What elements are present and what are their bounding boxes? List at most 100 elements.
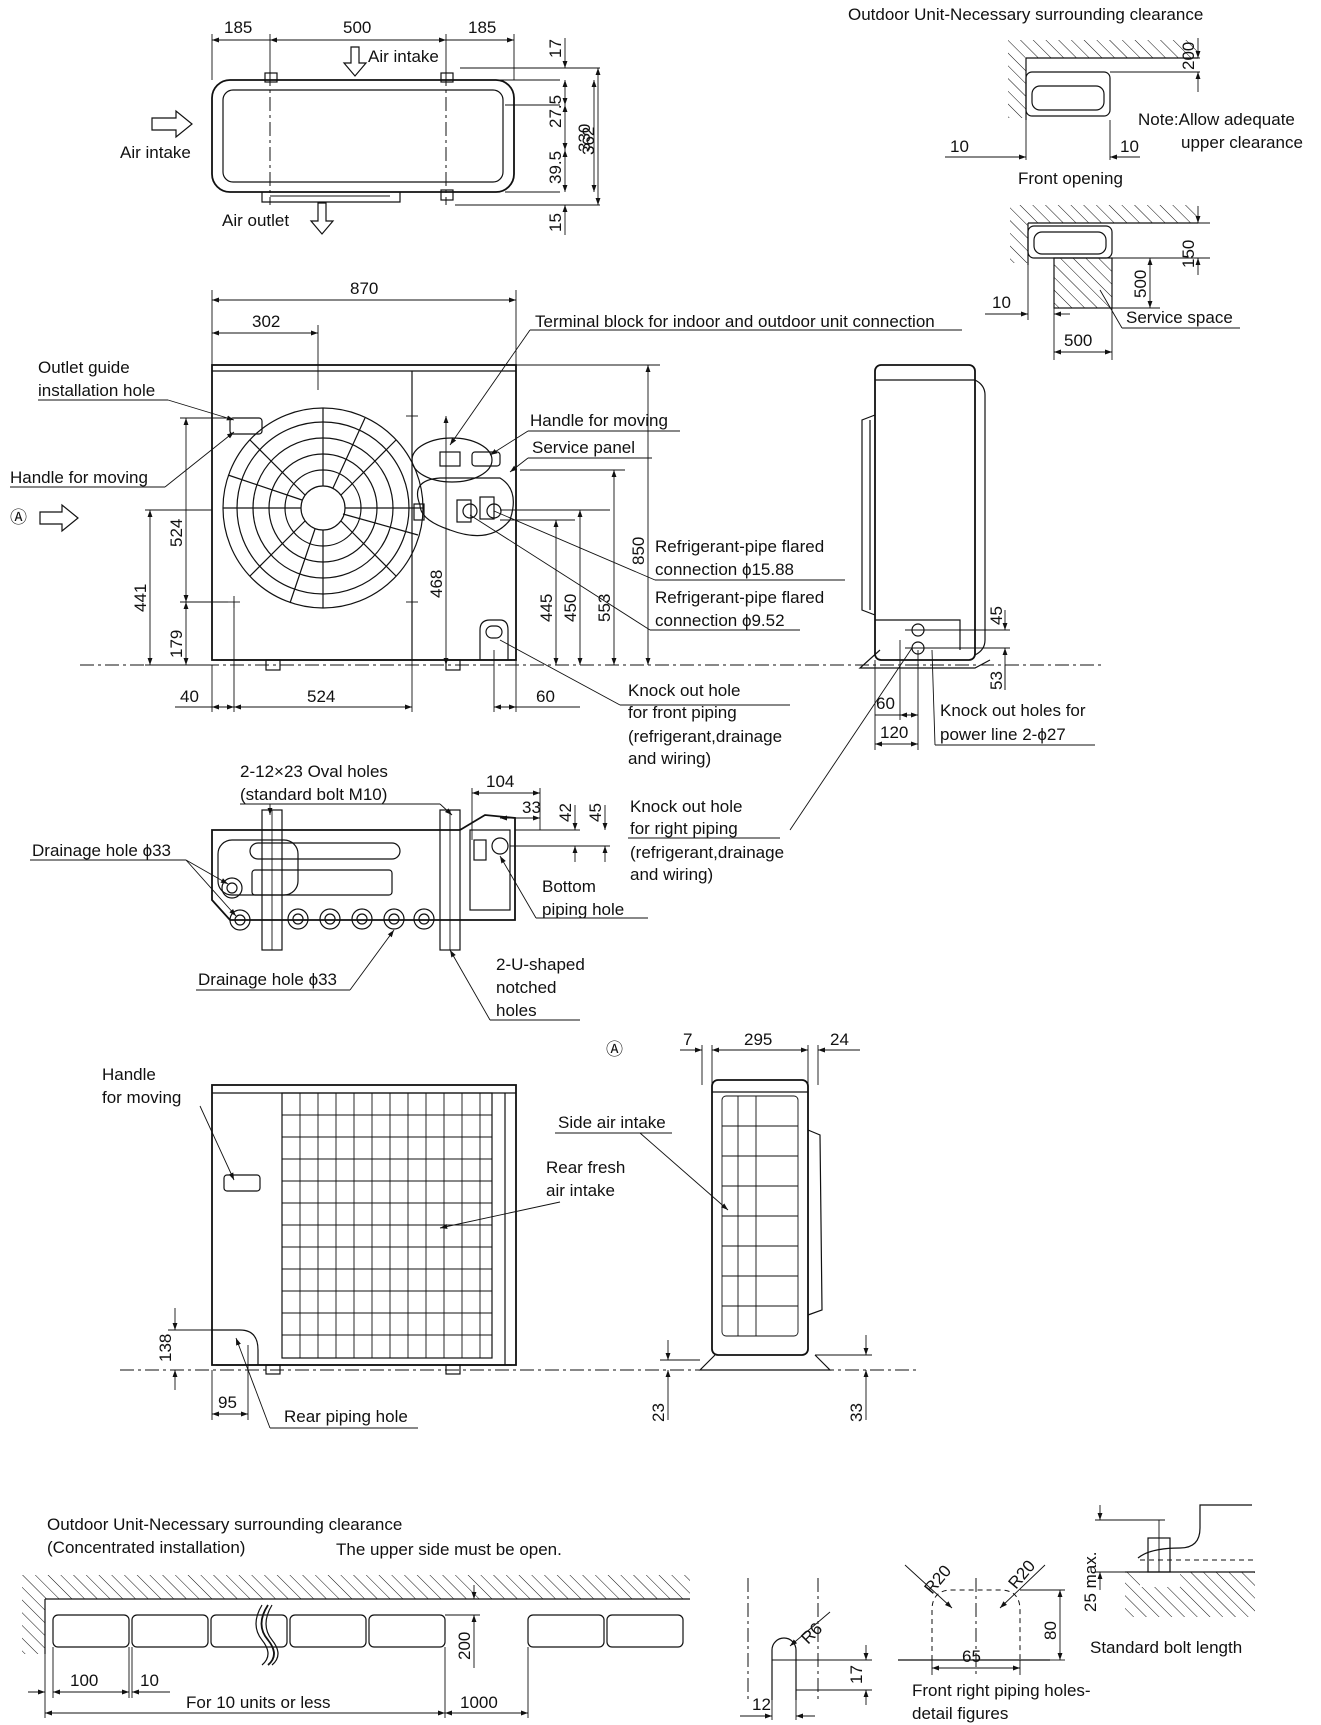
note-line1: Note:Allow adequate xyxy=(1138,110,1295,129)
dim-524-v: 524 xyxy=(167,519,186,547)
rear-handle-line1: Handle xyxy=(102,1065,156,1084)
dim-445: 445 xyxy=(537,594,556,622)
pipe1-line1: Refrigerant-pipe flared xyxy=(655,537,824,556)
rear-dim-138: 138 xyxy=(156,1334,175,1362)
notch-dim-17: 17 xyxy=(847,1665,866,1684)
front-pipe-line2: for front piping xyxy=(628,703,737,722)
service-space-label: Service space xyxy=(1126,308,1233,327)
a-dim-7: 7 xyxy=(683,1030,692,1049)
rear-dim-95: 95 xyxy=(218,1393,237,1412)
front-opening-label: Front opening xyxy=(1018,169,1123,188)
bottom-dim-45: 45 xyxy=(586,803,605,822)
power-line1: Knock out holes for xyxy=(940,701,1086,720)
detail-r20-left: R20 xyxy=(921,1561,956,1597)
front-pipe-line1: Knock out hole xyxy=(628,681,740,700)
dim-185-right: 185 xyxy=(468,18,496,37)
oval-line1: 2-12×23 Oval holes xyxy=(240,762,388,781)
right-pipe-line2: for right piping xyxy=(630,819,738,838)
right-pipe-line4: and wiring) xyxy=(630,865,713,884)
drain-left-label: Drainage hole ϕ33 xyxy=(32,841,171,860)
clearance-single: Outdoor Unit-Necessary surrounding clear… xyxy=(848,5,1303,360)
right-pipe-line1: Knock out hole xyxy=(630,797,742,816)
rear-handle-line2: for moving xyxy=(102,1088,181,1107)
rear-view: Handle for moving Rear fresh air intake xyxy=(102,1065,920,1429)
bolt-dim-25max: 25 max. xyxy=(1081,1552,1100,1612)
dim-850: 850 xyxy=(629,537,648,565)
dim-15: 15 xyxy=(546,213,565,232)
air-intake-top-label: Air intake xyxy=(368,47,439,66)
front-pipe-line4: and wiring) xyxy=(628,749,711,768)
upper-open-label: The upper side must be open. xyxy=(336,1540,562,1559)
pipe1-line2: connection ϕ15.88 xyxy=(655,560,794,579)
dim-553: 553 xyxy=(595,594,614,622)
note-line2: upper clearance xyxy=(1181,133,1303,152)
conc-title-line1: Outdoor Unit-Necessary surrounding clear… xyxy=(47,1515,402,1534)
clearance-d200: 200 xyxy=(1179,42,1198,70)
side-view: 45 53 60 120 Knock out holes for power l… xyxy=(789,364,1095,831)
notch-detail: 17 R6 12 xyxy=(740,1578,872,1720)
dim-500: 500 xyxy=(343,18,371,37)
rear-pipe-label: Rear piping hole xyxy=(284,1407,408,1426)
bottom-dim-104: 104 xyxy=(486,772,514,791)
front-pipe-line3: (refrigerant,drainage xyxy=(628,727,782,746)
dim-870: 870 xyxy=(350,279,378,298)
dim-468: 468 xyxy=(427,570,446,598)
rear-fresh-line2: air intake xyxy=(546,1181,615,1200)
clearance-d500-h: 500 xyxy=(1064,331,1092,350)
dim-362-label: 362 xyxy=(579,127,598,155)
conc-dim-200: 200 xyxy=(455,1632,474,1660)
outlet-guide-line2: installation hole xyxy=(38,381,155,400)
power-line2: power line 2-ϕ27 xyxy=(940,725,1066,744)
clearance-d10-b: 10 xyxy=(992,293,1011,312)
notch-line2: notched xyxy=(496,978,557,997)
bolt-detail: 25 max. Standard bolt length xyxy=(1081,1504,1255,1657)
clearance-d500-v: 500 xyxy=(1131,270,1150,298)
bottom-pipe-line1: Bottom xyxy=(542,877,596,896)
a-dim-33: 33 xyxy=(847,1403,866,1422)
air-outlet-label: Air outlet xyxy=(222,211,289,230)
dim-60: 60 xyxy=(536,687,555,706)
dim-450: 450 xyxy=(561,594,580,622)
service-panel-label: Service panel xyxy=(532,438,635,457)
a-dim-24: 24 xyxy=(830,1030,849,1049)
air-intake-left-label: Air intake xyxy=(120,143,191,162)
dim-40: 40 xyxy=(180,687,199,706)
conc-dim-10: 10 xyxy=(140,1671,159,1690)
notch-line1: 2-U-shaped xyxy=(496,955,585,974)
drain-bottom-label: Drainage hole ϕ33 xyxy=(198,970,337,989)
view-marker-a: Ⓐ xyxy=(10,508,27,527)
side-dim-60: 60 xyxy=(876,694,895,713)
dim-302: 302 xyxy=(252,312,280,331)
bottom-dim-33: 33 xyxy=(522,798,541,817)
rear-fresh-line1: Rear fresh xyxy=(546,1158,625,1177)
dim-330: 330 xyxy=(575,124,594,152)
side-intake-label: Side air intake xyxy=(558,1113,666,1132)
detail-caption-line2: detail figures xyxy=(912,1704,1008,1723)
a-dim-295: 295 xyxy=(744,1030,772,1049)
front-view: 870 302 Terminal block for indoor and ou… xyxy=(10,279,1105,768)
conc-title-line2: (Concentrated installation) xyxy=(47,1538,245,1557)
notch-r6: R6 xyxy=(797,1619,826,1648)
bottom-dim-42: 42 xyxy=(556,803,575,822)
detail-dim-80: 80 xyxy=(1041,1621,1060,1640)
conc-dim-100: 100 xyxy=(70,1671,98,1690)
piping-detail: R20 R20 80 65 Front right piping holes- … xyxy=(898,1556,1091,1723)
outlet-guide-line1: Outlet guide xyxy=(38,358,130,377)
clearance-d150: 150 xyxy=(1179,240,1198,268)
side-dim-53: 53 xyxy=(987,671,1006,690)
top-view: 185 500 185 Air intake Air intake Air ou… xyxy=(120,18,601,235)
detail-dim-65: 65 xyxy=(962,1647,981,1666)
pipe2-line2: connection ϕ9.52 xyxy=(655,611,785,630)
side-dim-45: 45 xyxy=(987,606,1006,625)
notch-line3: holes xyxy=(496,1001,537,1020)
notch-dim-12: 12 xyxy=(752,1695,771,1714)
side-view-a: Ⓐ 7 295 24 Side air intake 23 xyxy=(555,1030,872,1422)
dim-27-5: 27.5 xyxy=(546,95,565,128)
dim-17: 17 xyxy=(546,39,565,58)
conc-dim-1000: 1000 xyxy=(460,1693,498,1712)
bottom-pipe-line2: piping hole xyxy=(542,900,624,919)
clearance-title: Outdoor Unit-Necessary surrounding clear… xyxy=(848,5,1203,24)
dim-185-left: 185 xyxy=(224,18,252,37)
dim-39-5: 39.5 xyxy=(546,151,565,184)
